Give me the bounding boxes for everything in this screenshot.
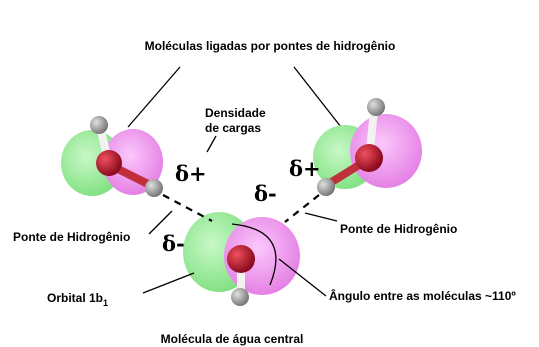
oxygen-atom	[355, 144, 383, 172]
bridge-pointer-right	[304, 212, 338, 222]
oh-bond	[366, 110, 378, 151]
bridge-label-left: Ponte de Hidrogênio	[13, 230, 130, 244]
hydrogen-atom	[90, 116, 108, 134]
charge-density-pointer	[206, 135, 217, 153]
hydrogen-atom	[367, 98, 385, 116]
title-pointer-right	[293, 66, 342, 128]
angle-arc	[231, 223, 277, 286]
central-water-molecule	[183, 212, 300, 306]
orbital-pointer	[142, 272, 195, 294]
delta-minus-top: δ-	[254, 181, 277, 206]
bridge-pointer-left	[148, 210, 173, 235]
delta-minus-left: δ-	[162, 231, 185, 256]
bridge-label-right: Ponte de Hidrogênio	[340, 222, 457, 236]
central-molecule-label: Molécula de água central	[161, 332, 304, 346]
title-pointer-left	[127, 66, 181, 128]
hydrogen-atom	[317, 178, 335, 196]
oxygen-atom	[227, 245, 255, 273]
orbital-label-subscript: 1	[103, 298, 108, 308]
charge-density-label: de cargas	[205, 121, 261, 135]
hydrogen-bond-right	[284, 194, 320, 223]
orbital-label: Orbital 1b1	[47, 291, 108, 308]
delta-plus-right: δ+	[289, 156, 321, 181]
title: Moléculas ligadas por pontes de hidrogên…	[145, 39, 396, 53]
oxygen-atom	[96, 150, 122, 176]
angle-label: Ângulo entre as moléculas ~110º	[329, 288, 516, 303]
delta-plus-left: δ+	[175, 161, 207, 186]
angle-pointer	[278, 258, 327, 297]
hydrogen-bond-left	[162, 194, 213, 222]
orbital-label-main: Orbital 1b	[47, 291, 103, 305]
left-water-molecule	[61, 116, 163, 197]
orbital-lobe-magenta	[103, 129, 163, 195]
right-water-molecule	[313, 98, 422, 196]
hydrogen-atom	[231, 288, 249, 306]
hydrogen-atom	[145, 179, 163, 197]
charge-density-label: Densidade	[205, 106, 266, 120]
